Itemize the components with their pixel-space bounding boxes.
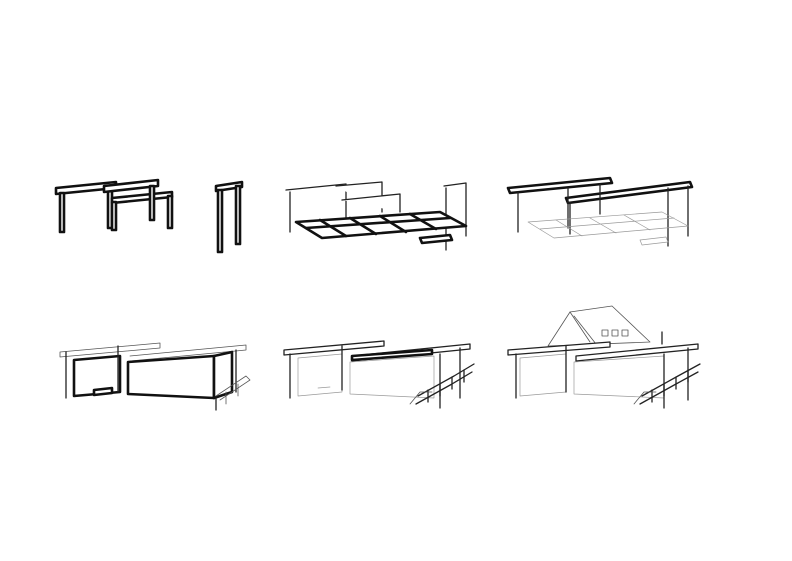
eave-beams (507, 341, 699, 362)
step-5-walls-and-ramps (283, 340, 475, 409)
wall-panels (72, 350, 234, 400)
ramp-railing (409, 363, 475, 405)
roof-outline (59, 342, 247, 362)
walls-faint (519, 353, 665, 399)
floor-grid-faint (527, 211, 689, 246)
posts-and-stair (65, 345, 251, 411)
step-1-portal-frames (54, 178, 244, 254)
step-6-pitched-roof (507, 305, 701, 409)
frame-middle (102, 178, 174, 232)
step-4-wall-enclosure (59, 342, 251, 411)
step-2-floor-grid (285, 181, 468, 251)
pitched-roof (547, 305, 663, 347)
roof-beams (506, 176, 694, 205)
roof-outline (283, 340, 471, 362)
frame-standalone (214, 180, 244, 254)
faint-walls (297, 353, 435, 399)
ramp-railing (633, 363, 701, 405)
floor-joist-grid (294, 210, 468, 245)
step-3-roof-beams (506, 176, 694, 247)
